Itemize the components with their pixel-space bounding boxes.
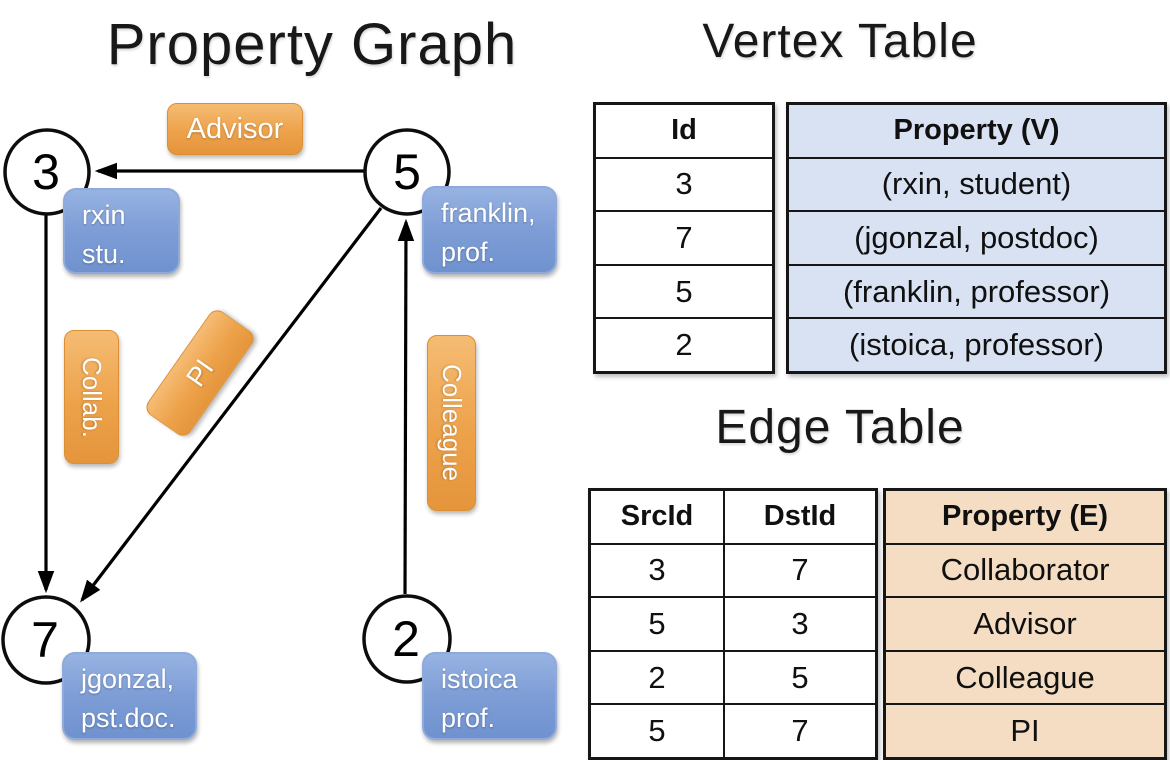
edge-table-id-row: 3 7 bbox=[591, 542, 875, 597]
vertex-table-property-column: Property (V) (rxin, student) (jgonzal, p… bbox=[786, 102, 1167, 374]
node-3-id: 3 bbox=[32, 144, 60, 200]
vertex-label-5-line2: prof. bbox=[441, 236, 496, 267]
node-2-id: 2 bbox=[392, 611, 420, 667]
vertex-table-property-cell: (jgonzal, postdoc) bbox=[789, 210, 1164, 264]
edge-label-advisor-text: Advisor bbox=[186, 112, 284, 145]
edge-table-srcid-header: SrcId bbox=[620, 500, 694, 533]
vertex-label-5: franklin, prof. bbox=[422, 186, 557, 274]
edge-table-title: Edge Table bbox=[715, 401, 965, 454]
vertex-table-id-cell: 3 bbox=[596, 156, 772, 211]
edge-table-srcid-cell: 5 bbox=[648, 605, 666, 641]
property-graph-title: Property Graph bbox=[106, 12, 518, 77]
edge-label-colleague: Colleague bbox=[427, 335, 476, 511]
vertex-label-3-line1: rxin bbox=[82, 200, 126, 230]
edge-label-advisor: Advisor bbox=[167, 103, 303, 155]
graph-node-ids: 3 5 7 2 bbox=[31, 144, 421, 668]
node-7-id: 7 bbox=[31, 612, 59, 668]
edge-table-id-columns: SrcId DstId 3 7 5 3 2 5 5 7 bbox=[588, 488, 878, 760]
edge-table-id-row: 5 7 bbox=[591, 703, 875, 757]
vertex-label-7: jgonzal, pst.doc. bbox=[62, 652, 197, 740]
vertex-table-id-cell: 2 bbox=[596, 317, 772, 371]
edge-table-property-cell: PI bbox=[886, 703, 1164, 757]
vertex-label-7-line2: pst.doc. bbox=[81, 702, 176, 733]
edge-label-pi-text: PI bbox=[179, 353, 220, 392]
edge-table-srcid-cell: 5 bbox=[648, 713, 666, 749]
vertex-label-3-line2: stu. bbox=[82, 238, 126, 269]
vertex-table-property-cell: (rxin, student) bbox=[789, 156, 1164, 211]
vertex-table-id-column: Id 3 7 5 2 bbox=[593, 102, 775, 374]
vertex-label-2-line1: istoica bbox=[441, 664, 518, 694]
vertex-table-title: Vertex Table bbox=[702, 15, 978, 68]
vertex-table-property-cell: (istoica, professor) bbox=[789, 317, 1164, 371]
edge-table-srcid-cell: 2 bbox=[648, 659, 666, 695]
node-5-id: 5 bbox=[393, 144, 421, 200]
edge-table-dstid-cell: 7 bbox=[723, 705, 875, 757]
vertex-label-3: rxin stu. bbox=[63, 188, 180, 274]
edge-table-property-cell: Collaborator bbox=[886, 542, 1164, 597]
edge-table-id-header-row: SrcId DstId bbox=[591, 491, 875, 543]
vertex-table-id-cell: 5 bbox=[596, 263, 772, 318]
edge-table-property-cell: Advisor bbox=[886, 596, 1164, 650]
vertex-label-2-line2: prof. bbox=[441, 702, 496, 733]
edge-5-to-7 bbox=[80, 207, 383, 603]
edge-table-srcid-cell: 3 bbox=[648, 552, 666, 588]
edge-table-dstid-cell: 5 bbox=[723, 651, 875, 704]
edge-2-to-5 bbox=[397, 218, 415, 595]
vertex-table-property-cell: (franklin, professor) bbox=[789, 263, 1164, 318]
vertex-table-property-header: Property (V) bbox=[893, 114, 1060, 147]
edge-table-dstid-cell: 3 bbox=[723, 598, 875, 650]
vertex-table-id-cell: 7 bbox=[596, 210, 772, 264]
graph-edges bbox=[37, 162, 415, 603]
edge-label-colleague-text: Colleague bbox=[437, 364, 467, 482]
edge-table-property-header: Property (E) bbox=[942, 500, 1108, 533]
edge-table-property-column: Property (E) Collaborator Advisor Collea… bbox=[883, 488, 1167, 760]
edge-label-collab: Collab. bbox=[64, 330, 119, 464]
vertex-label-5-line1: franklin, bbox=[441, 198, 536, 228]
edge-table-id-row: 5 3 bbox=[591, 596, 875, 650]
edge-label-collab-text: Collab. bbox=[77, 356, 107, 438]
edge-table-dstid-header: DstId bbox=[723, 491, 875, 543]
edge-table-id-row: 2 5 bbox=[591, 649, 875, 704]
edge-table-dstid-cell: 7 bbox=[723, 544, 875, 597]
edge-table-property-cell: Colleague bbox=[886, 649, 1164, 704]
vertex-table-id-header: Id bbox=[671, 114, 697, 147]
vertex-label-2: istoica prof. bbox=[422, 652, 557, 740]
vertex-label-7-line1: jgonzal, bbox=[81, 664, 175, 694]
